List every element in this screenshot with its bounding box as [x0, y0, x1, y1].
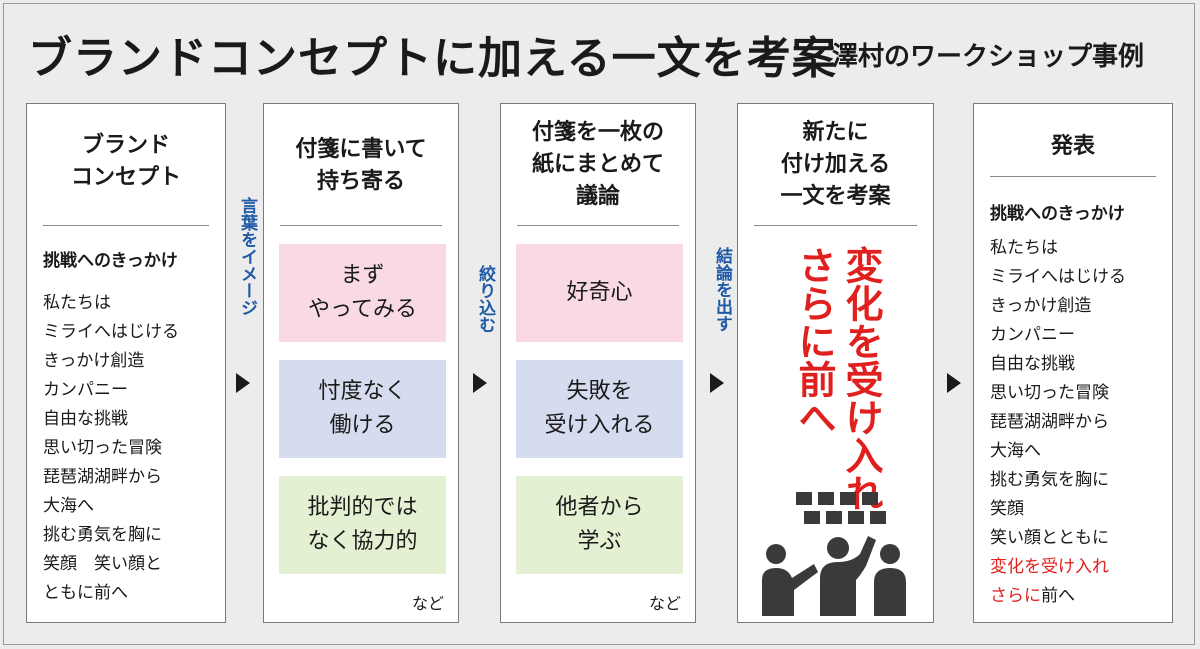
- step-heading: 付箋に書いて 持ち寄る: [295, 137, 427, 194]
- step-panel-presentation: 発表 挑戦へのきっかけ 私たちは ミライへはじける きっかけ創造 カンパニー 自…: [973, 103, 1173, 623]
- people-discussion-icon: [762, 492, 906, 616]
- concept-line: ともに前へ: [43, 583, 128, 603]
- new-phrase-col2: さらに前へ: [792, 246, 836, 436]
- final-line-last: さらに前へ: [990, 582, 1126, 611]
- concept-line: 笑顔 笑い顔と: [43, 554, 162, 574]
- etc-note: など: [648, 594, 681, 613]
- final-line: 自由な挑戦: [990, 354, 1075, 374]
- sticky-note: 他者から 学ぶ: [516, 476, 683, 574]
- step-heading: 付箋を一枚の 紙にまとめて 議論: [531, 120, 664, 209]
- sticky-note: 批判的では なく協力的: [279, 476, 446, 574]
- concept-line: 挑む勇気を胸に: [43, 525, 162, 545]
- arrow-right-icon: [473, 373, 487, 393]
- final-line: きっかけ創造: [990, 296, 1092, 316]
- step-panel-sticky-notes: 付箋に書いて 持ち寄る まず やってみる 忖度なく 働ける 批判的では なく協力…: [263, 103, 459, 623]
- connector-label: 言葉をイメージ: [237, 197, 257, 316]
- divider: [43, 225, 209, 226]
- step-heading: 発表: [1050, 134, 1095, 159]
- concept-subhead: 挑戦へのきっかけ: [43, 251, 178, 271]
- step-panel-new-phrase: 新たに 付け加える 一文を考案 変化を受け入れ さらに前へ: [737, 103, 934, 623]
- final-line: ミライへはじける: [990, 267, 1126, 287]
- step-heading: 新たに 付け加える 一文を考案: [780, 120, 891, 209]
- concept-line: カンパニー: [43, 380, 128, 400]
- final-line: 琵琶湖湖畔から: [990, 412, 1109, 432]
- concept-line: 大海へ: [43, 496, 94, 516]
- final-line: 私たちは: [990, 238, 1058, 258]
- page-title: ブランドコンセプトに加える一文を考案: [28, 33, 837, 84]
- connector-label: 結論を出す: [712, 247, 732, 332]
- divider: [517, 225, 679, 226]
- final-line: 笑顔: [990, 499, 1024, 519]
- concept-line: 私たちは: [43, 293, 111, 313]
- sticky-note: 忖度なく 働ける: [279, 360, 446, 458]
- concept-line: 自由な挑戦: [43, 409, 128, 429]
- final-line: 大海へ: [990, 441, 1041, 461]
- arrow-right-icon: [710, 373, 724, 393]
- final-line: 笑い顔とともに: [990, 528, 1109, 548]
- divider: [280, 225, 442, 226]
- arrow-right-icon: [947, 373, 961, 393]
- connector-label: 絞り込む: [475, 265, 495, 333]
- final-concept-text: 私たちは ミライへはじける きっかけ創造 カンパニー 自由な挑戦 思い切った冒険…: [990, 234, 1126, 611]
- concept-line: ミライへはじける: [43, 322, 179, 342]
- final-line-black-part: 前へ: [1041, 586, 1075, 606]
- concept-text: 私たちは ミライへはじける きっかけ創造 カンパニー 自由な挑戦 思い切った冒険…: [43, 289, 179, 608]
- concept-line: 思い切った冒険: [43, 438, 162, 458]
- final-line-red-part: さらに: [990, 586, 1041, 606]
- page-subtitle: 澤村のワークショップ事例: [832, 42, 1145, 72]
- final-line: カンパニー: [990, 325, 1075, 345]
- final-line-new: 変化を受け入れ: [990, 557, 1109, 577]
- sticky-note: 失敗を 受け入れる: [516, 360, 683, 458]
- divider: [990, 176, 1156, 177]
- final-line: 挑む勇気を胸に: [990, 470, 1109, 490]
- divider: [754, 225, 917, 226]
- final-subhead: 挑戦へのきっかけ: [990, 204, 1125, 224]
- arrow-right-icon: [236, 373, 250, 393]
- etc-note: など: [411, 594, 444, 613]
- concept-line: きっかけ創造: [43, 351, 145, 371]
- final-line: 思い切った冒険: [990, 383, 1109, 403]
- step-panel-discussion: 付箋を一枚の 紙にまとめて 議論 好奇心 失敗を 受け入れる 他者から 学ぶ な…: [500, 103, 696, 623]
- step-heading: ブランド コンセプト: [70, 133, 181, 190]
- new-phrase-col1: 変化を受け入れ: [839, 246, 883, 512]
- concept-line: 琵琶湖湖畔から: [43, 467, 162, 487]
- sticky-note: 好奇心: [516, 244, 683, 342]
- sticky-note: まず やってみる: [279, 244, 446, 342]
- step-panel-brand-concept: ブランド コンセプト 挑戦へのきっかけ 私たちは ミライへはじける きっかけ創造…: [26, 103, 226, 623]
